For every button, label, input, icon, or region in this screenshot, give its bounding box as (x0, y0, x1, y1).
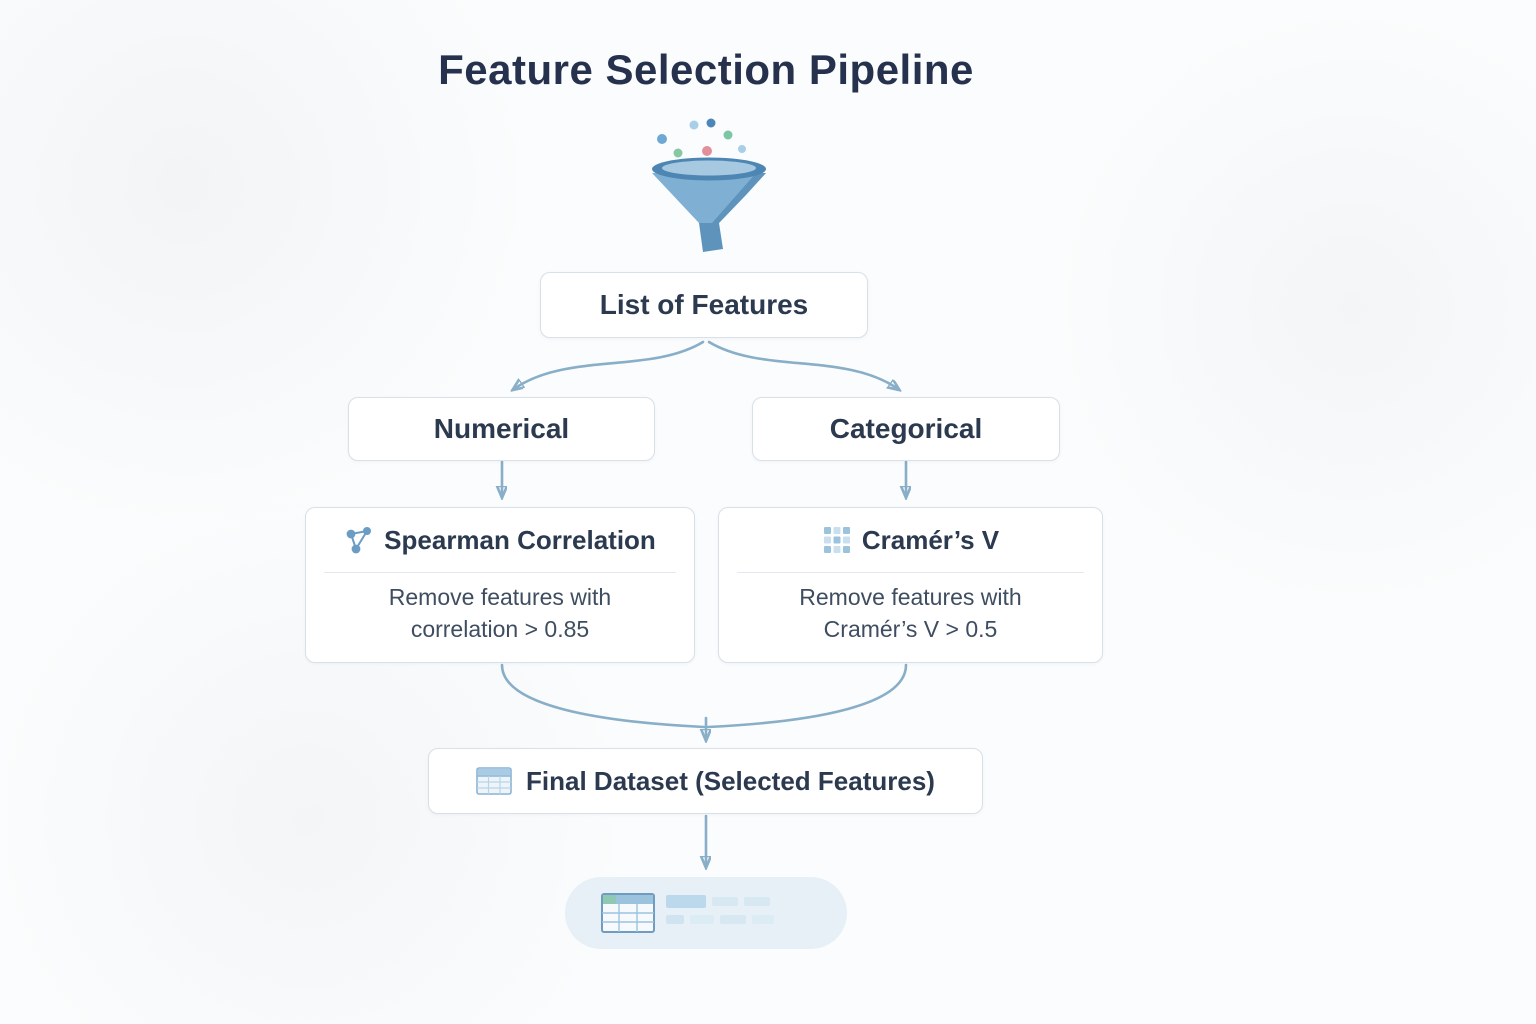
description-line: Remove features with (388, 584, 612, 610)
node-final-dataset: Final Dataset (Selected Features) (428, 748, 983, 814)
node-label: Final Dataset (Selected Features) (526, 765, 935, 796)
description-line: correlation > 0.85 (410, 615, 590, 642)
node-cramers-v: Cramér’s V Remove features with Cramér’s… (718, 507, 1103, 663)
table-icon (476, 767, 512, 795)
output-dataset-preview (565, 877, 847, 949)
node-spearman-correlation: Spearman Correlation Remove features wit… (305, 507, 695, 663)
arrow-input-to-categorical (707, 340, 898, 389)
description-line: Cramér’s V > 0.5 (823, 615, 998, 642)
node-list-of-features: List of Features (540, 272, 868, 338)
node-numerical: Numerical (348, 397, 655, 461)
arrow-input-to-numerical (514, 340, 705, 389)
process-title: Spearman Correlation (384, 524, 656, 555)
arrow-cramers-to-merge (706, 663, 908, 729)
divider (324, 572, 676, 573)
process-title: Cramér’s V (861, 524, 1000, 555)
network-nodes-icon (346, 527, 372, 554)
spreadsheet-rows-icon (601, 893, 774, 933)
diagram-title: Feature Selection Pipeline (438, 46, 974, 93)
node-categorical: Categorical (752, 397, 1060, 461)
funnel-icon (652, 118, 766, 252)
divider (737, 572, 1084, 573)
arrow-spearman-to-merge (500, 663, 706, 729)
node-label: Numerical (433, 413, 570, 444)
description-line: Remove features with (799, 584, 1022, 610)
process-description: Remove features with correlation > 0.85 (389, 573, 611, 645)
node-label: List of Features (599, 289, 809, 320)
process-header: Cramér’s V (719, 508, 1102, 572)
node-label: Categorical (829, 413, 983, 444)
process-header: Spearman Correlation (306, 508, 694, 572)
process-description: Remove features with Cramér’s V > 0.5 (799, 573, 1021, 645)
grid-squares-icon (823, 527, 850, 553)
